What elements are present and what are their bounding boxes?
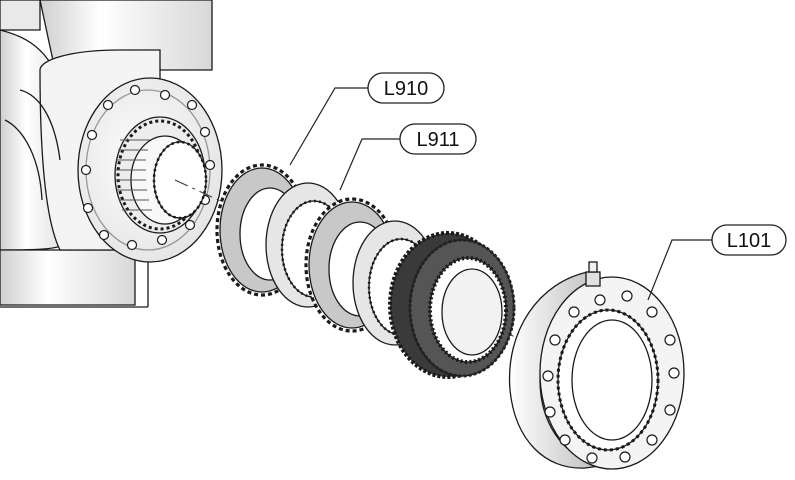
callout-l910: L910 [289, 72, 445, 166]
callout-l911: L911 [339, 123, 477, 191]
callout-l101-label: L101 [727, 230, 772, 252]
flange-bolt-holes [80, 84, 216, 251]
callout-l911-label: L911 [416, 129, 459, 151]
grease-fitting [585, 261, 601, 287]
callout-l101: L101 [647, 224, 787, 301]
callout-l910-label: L910 [384, 78, 429, 100]
splined-hub [114, 116, 208, 234]
clutch-plate-pack [388, 231, 516, 379]
splined-ring [508, 261, 685, 470]
housing-flange [77, 77, 223, 263]
ring-bolt-holes [542, 290, 680, 464]
